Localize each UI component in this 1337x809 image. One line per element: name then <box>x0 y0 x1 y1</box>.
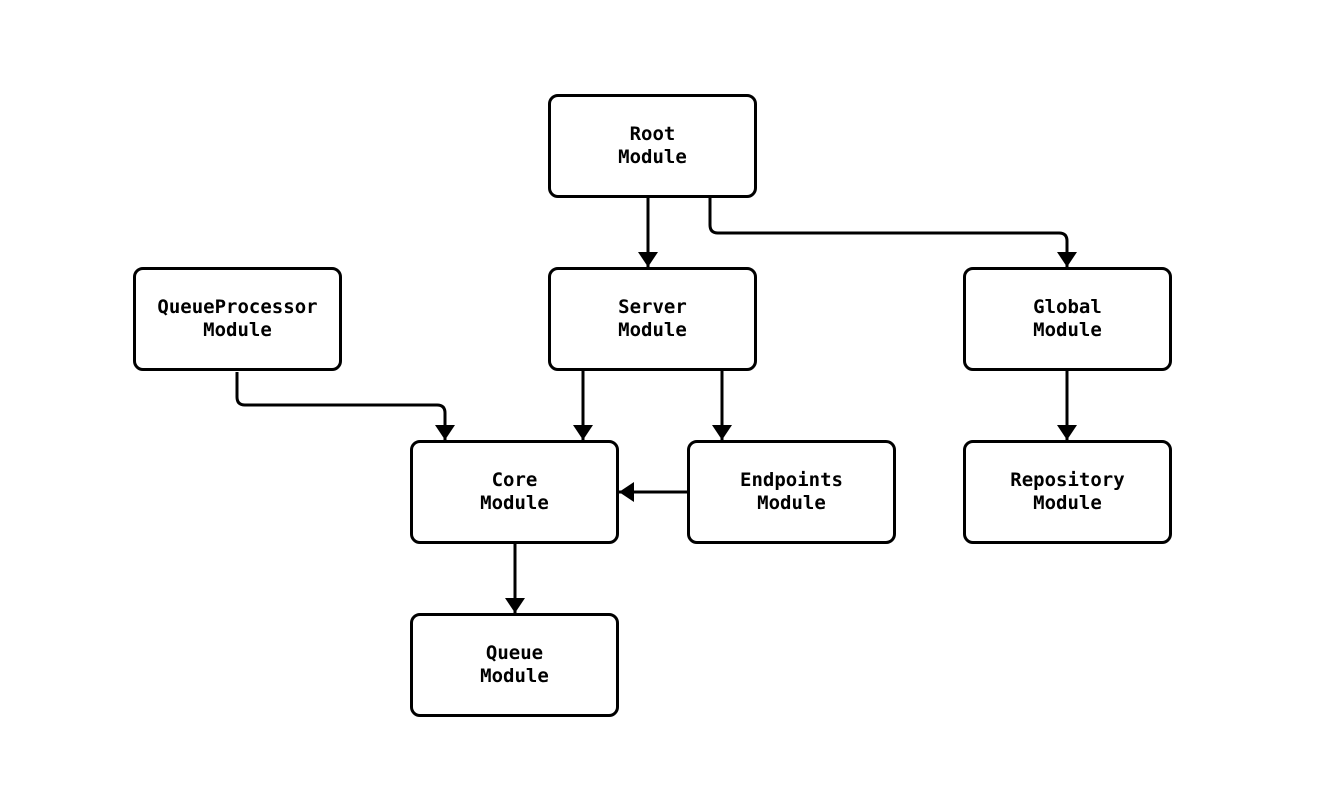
node-label-line: Module <box>1033 492 1102 514</box>
node-label-line: Core <box>491 469 538 491</box>
node-label-line: Module <box>480 665 549 687</box>
node-label-line: Module <box>203 319 272 341</box>
node-core-module: Core Module <box>410 440 619 544</box>
node-label-line: QueueProcessor <box>157 296 318 318</box>
node-queue-module: Queue Module <box>410 613 619 717</box>
node-label-line: Queue <box>485 642 544 664</box>
node-root-module: Root Module <box>548 94 757 198</box>
edge-root-to-global <box>708 198 1077 267</box>
node-label-line: Module <box>1033 319 1102 341</box>
edge-queueprocessor-to-core <box>235 372 455 440</box>
node-endpoints-module: Endpoints Module <box>687 440 896 544</box>
node-label-line: Repository <box>1010 469 1125 491</box>
node-server-module: Server Module <box>548 267 757 371</box>
node-label-line: Module <box>757 492 826 514</box>
node-label-line: Global <box>1033 296 1102 318</box>
node-label-line: Root <box>629 123 676 145</box>
node-label-line: Module <box>618 319 687 341</box>
node-repository-module: Repository Module <box>963 440 1172 544</box>
node-queueprocessor-module: QueueProcessor Module <box>133 267 342 371</box>
node-global-module: Global Module <box>963 267 1172 371</box>
node-label-line: Endpoints <box>740 469 843 491</box>
node-label-line: Module <box>480 492 549 514</box>
node-label-line: Server <box>618 296 687 318</box>
node-label-line: Module <box>618 146 687 168</box>
